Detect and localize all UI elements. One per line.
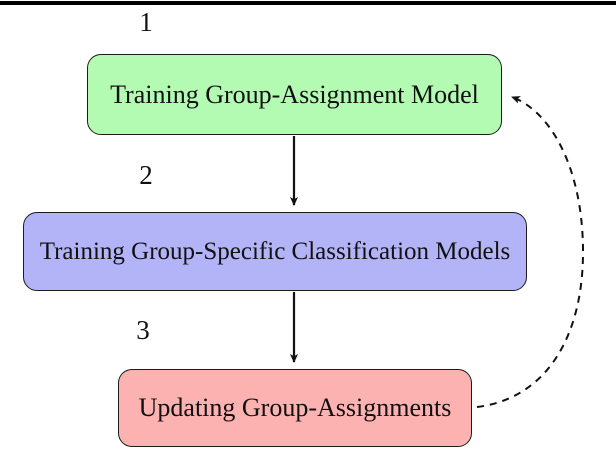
step-2-box: Training Group-Specific Classification M… [23,212,527,291]
step-1-number: 1 [139,7,153,37]
step-1-box: Training Group-Assignment Model [87,54,502,135]
step-2-number: 2 [139,160,153,190]
step-2-label: Training Group-Specific Classification M… [39,237,511,265]
step-3-box: Updating Group-Assignments [118,369,472,447]
top-rule [0,1,616,5]
step-3-number: 3 [136,315,150,345]
step-3-label: Updating Group-Assignments [138,393,452,422]
step-1-label: Training Group-Assignment Model [110,79,479,109]
